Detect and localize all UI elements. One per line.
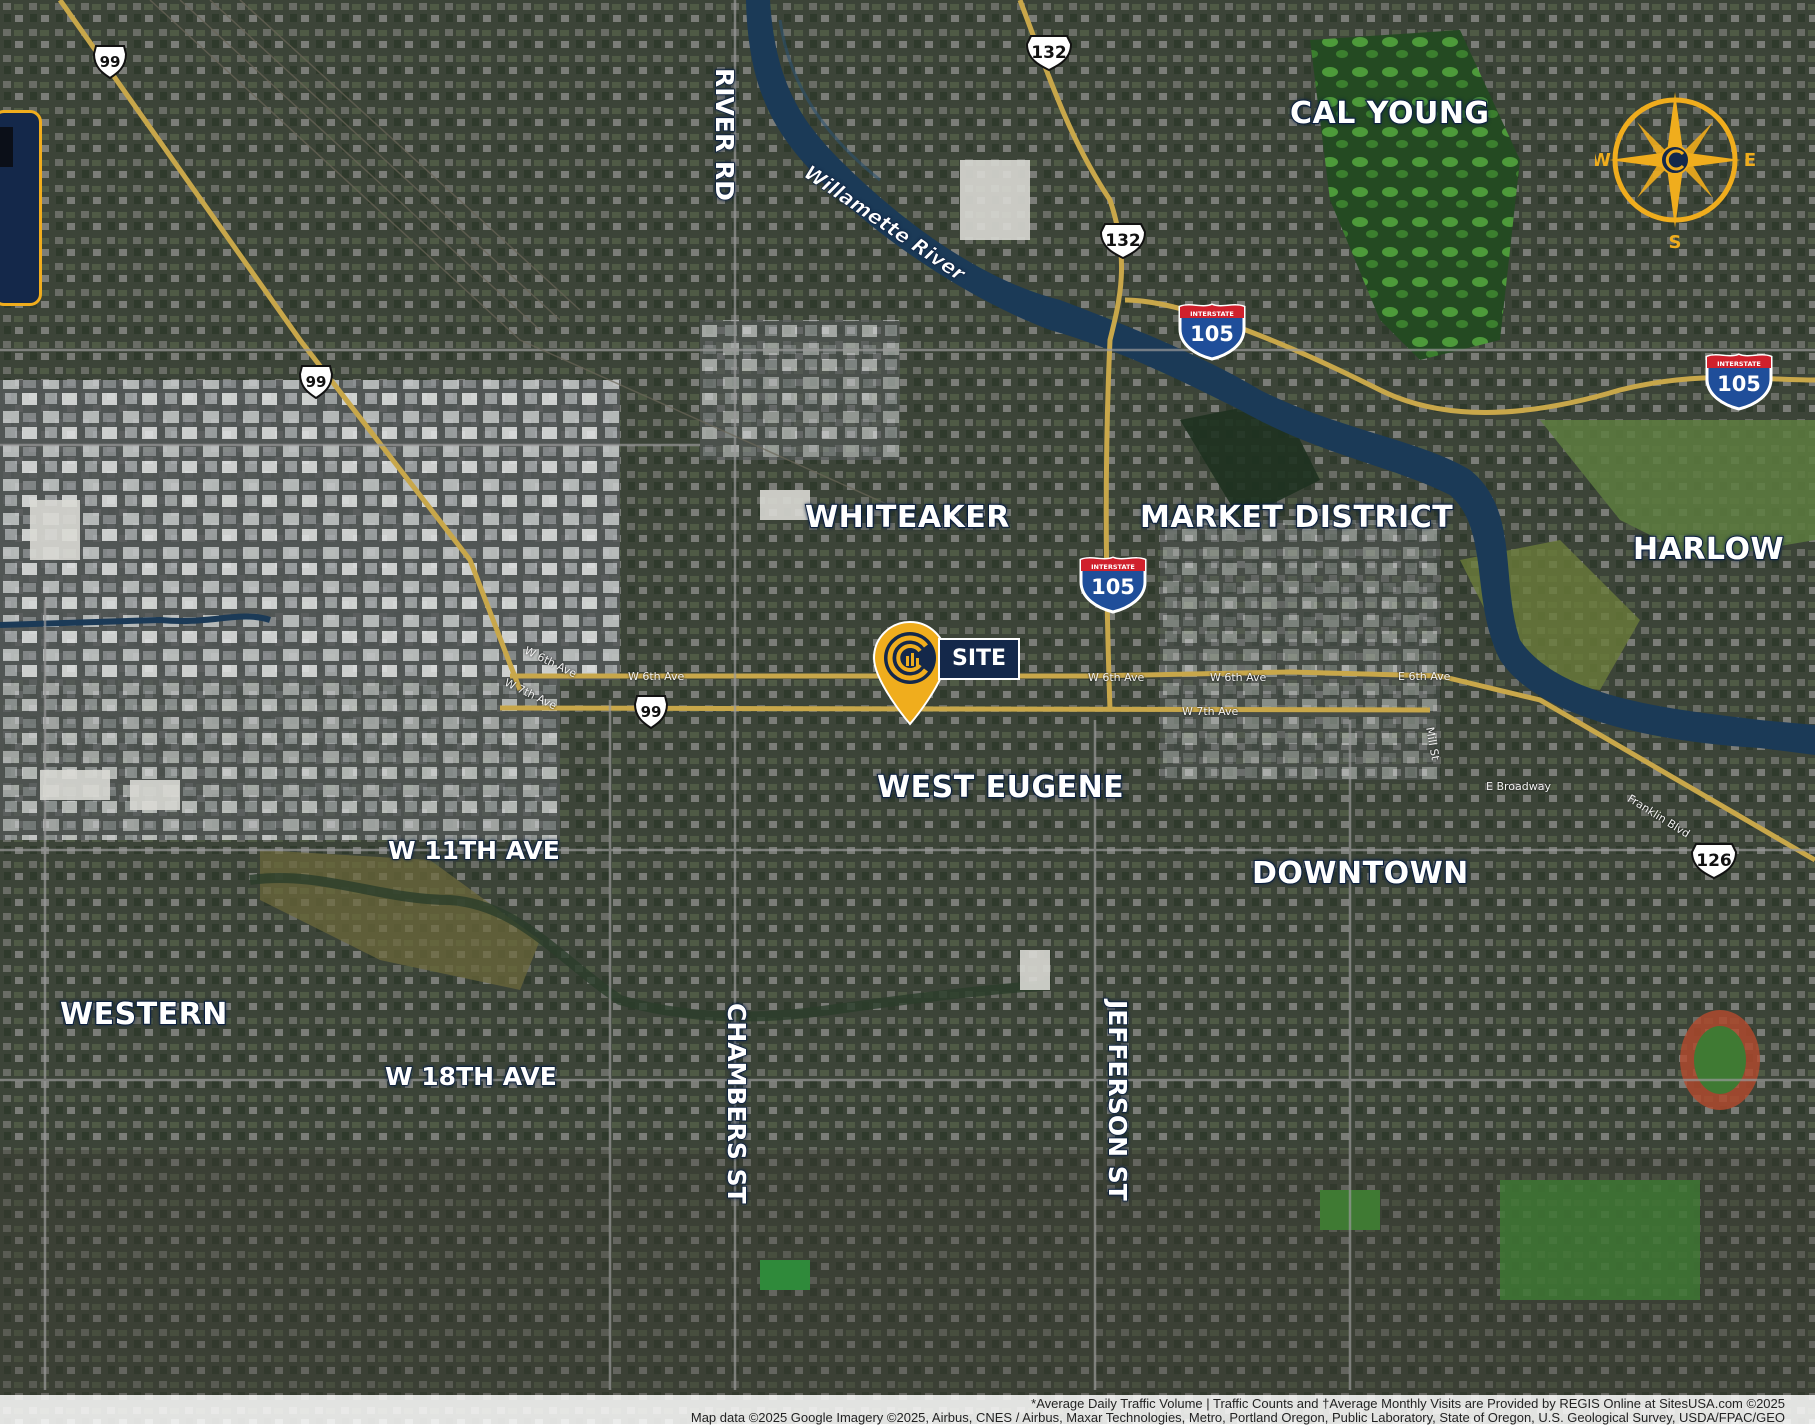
svg-text:105: 105 [1190,322,1234,346]
compass-west: W [1595,150,1611,171]
label-western: WESTERN [59,996,228,1033]
label-river-rd: RIVER RD [709,67,740,201]
label-jefferson-st: JEFFERSON ST [1102,999,1133,1201]
label-harlow: HARLOW [1632,531,1785,568]
street-label: W 6th Ave [1088,671,1145,684]
svg-text:105: 105 [1717,372,1761,396]
interstate-105-shield: INTERSTATE 105 [1178,303,1246,361]
interstate-105-shield: INTERSTATE 105 [1079,556,1147,614]
route-126-shield: 126 [1690,843,1738,880]
compass-south: S [1669,232,1682,250]
svg-text:99: 99 [100,53,121,71]
label-w-11th-ave: W 11TH AVE [387,835,560,866]
label-west-eugene: WEST EUGENE [876,769,1125,806]
street-label: W 7th Ave [1182,705,1239,718]
compass-rose-icon: N S W E [1595,90,1755,250]
compass-east: E [1744,150,1755,171]
svg-text:INTERSTATE: INTERSTATE [1717,360,1761,368]
label-market-district: MARKET DISTRICT [1139,499,1454,536]
label-downtown: DOWNTOWN [1251,855,1469,892]
street-label: W 6th Ave [628,670,685,683]
label-whiteaker: WHITEAKER [804,499,1010,536]
site-marker-pin[interactable] [872,620,948,726]
site-label: SITE [938,638,1021,680]
svg-text:99: 99 [306,373,327,391]
attribution-footer: *Average Daily Traffic Volume | Traffic … [0,1395,1815,1425]
company-logo-icon [887,635,928,681]
side-panel-notch [0,127,13,167]
route-99-shield: 99 [92,45,128,80]
svg-text:INTERSTATE: INTERSTATE [1091,563,1135,571]
svg-text:INTERSTATE: INTERSTATE [1190,310,1234,318]
traffic-disclaimer: *Average Daily Traffic Volume | Traffic … [1031,1396,1785,1411]
label-w-18th-ave: W 18TH AVE [384,1061,557,1092]
label-cal-young: CAL YOUNG [1289,95,1490,132]
svg-text:105: 105 [1091,575,1135,599]
street-label: W 6th Ave [1210,671,1267,684]
side-panel-tab[interactable] [0,110,42,306]
svg-text:132: 132 [1105,231,1141,251]
svg-text:99: 99 [641,703,662,721]
map-attribution: Map data ©2025 Google Imagery ©2025, Air… [690,1410,1785,1425]
label-chambers-st: CHAMBERS ST [721,1002,752,1204]
svg-text:126: 126 [1696,851,1732,871]
svg-text:132: 132 [1031,43,1067,63]
compass-north: N [1667,90,1682,93]
street-label: E Broadway [1486,780,1551,793]
route-132-shield: 132 [1099,223,1147,260]
route-99-shield: 99 [633,695,669,730]
route-132-shield: 132 [1025,35,1073,72]
street-label: E 6th Ave [1398,670,1451,683]
route-99-shield: 99 [298,365,334,400]
interstate-105-shield: INTERSTATE 105 [1705,353,1773,411]
